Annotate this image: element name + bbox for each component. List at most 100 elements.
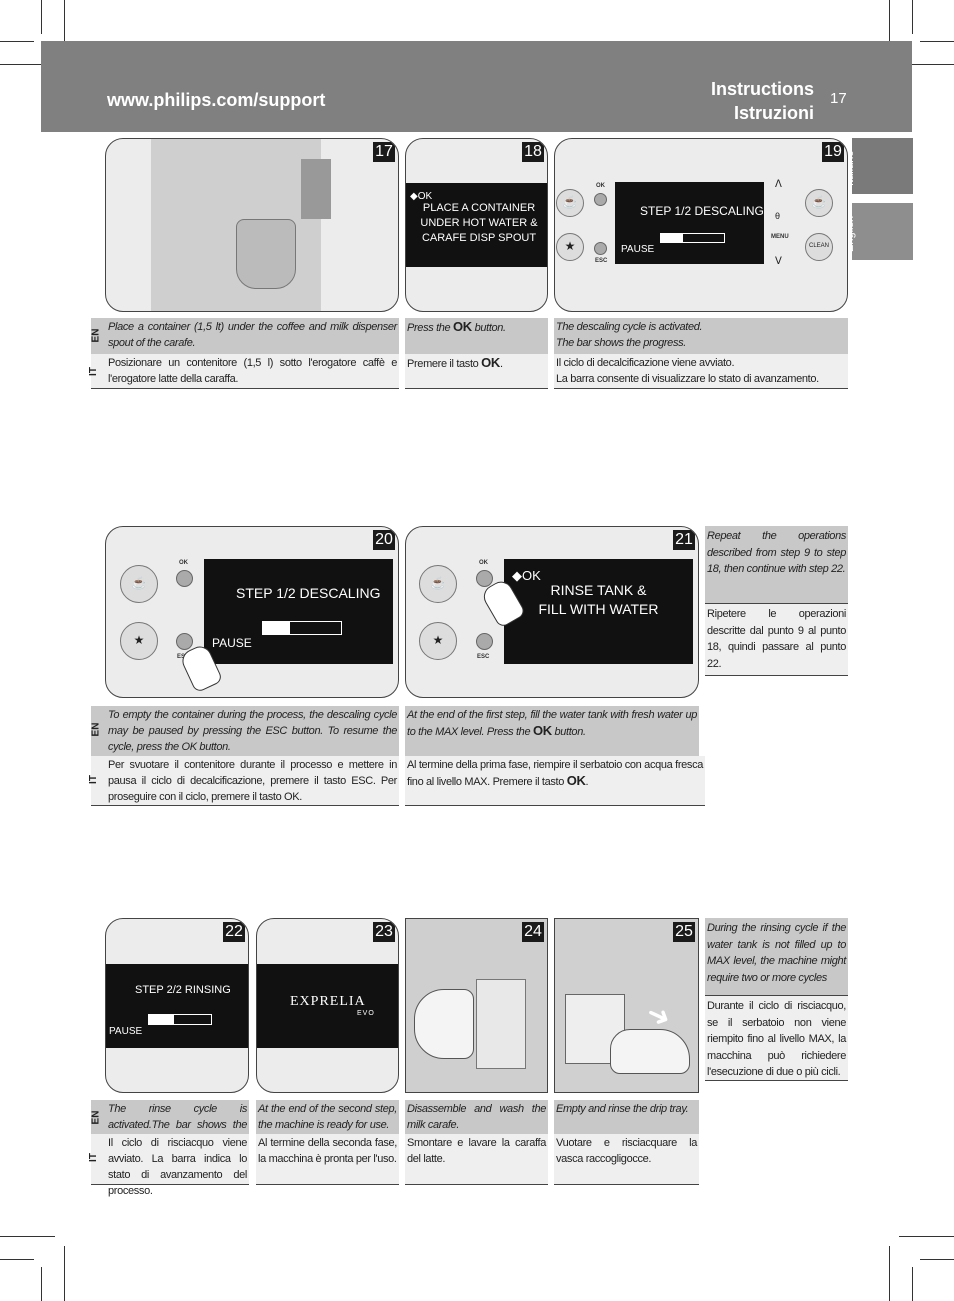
caption-20-it: Per svuotare il contenitore durante il p… [106, 756, 399, 806]
crop-mark [0, 64, 55, 65]
caption-19-en: The descaling cycle is activated.The bar… [554, 318, 848, 354]
pause-label: PAUSE [109, 1026, 143, 1037]
header-title-it: Istruzioni [734, 103, 814, 123]
evo-logo: EVO [357, 1010, 375, 1017]
ok-icon: OK [532, 723, 552, 738]
up-arrow-icon[interactable]: ᐱ [775, 179, 782, 190]
back-arrow-icon: ◆ [512, 568, 522, 583]
ok-button[interactable] [594, 193, 607, 206]
progress-bar [148, 1014, 212, 1025]
note-rinsing-it: Durante il ciclo di risciacquo, se il se… [705, 996, 848, 1081]
support-url[interactable]: www.philips.com/support [107, 90, 326, 110]
coffee-machine-image [151, 139, 331, 311]
crop-mark [912, 1267, 913, 1301]
display-screen: EXPRELIA EVO [257, 964, 398, 1048]
caption-23-en: At the end of the second step, the machi… [256, 1100, 399, 1134]
step-23-panel: EXPRELIA EVO 23 [256, 918, 399, 1093]
ok-label: OK [522, 568, 541, 583]
ok-button[interactable] [476, 570, 493, 587]
caption-21-it: Al termine della prima fase, riempire il… [405, 756, 705, 806]
step-24-panel: 24 [405, 918, 548, 1093]
esc-label: ESC [477, 654, 490, 660]
step-number: 19 [822, 142, 844, 162]
coffee-button-icon[interactable]: ☕ [120, 565, 158, 603]
ok-icon: OK [481, 355, 500, 370]
crop-mark [912, 0, 913, 34]
step-17-panel: 17 [105, 138, 399, 312]
caption-25-it: Vuotare e risciacquare la vasca raccogli… [554, 1134, 699, 1185]
step-18-panel: ◆OK PLACE A CONTAINER UNDER HOT WATER & … [405, 138, 548, 312]
caption-24-en: Disassemble and wash the milk carafe. [405, 1100, 548, 1134]
ok-button[interactable] [176, 570, 193, 587]
caption-18-en: Press the OK button. [405, 318, 548, 354]
carafe-button-icon[interactable]: ☕ [805, 189, 833, 217]
crop-mark [899, 1236, 954, 1237]
caption-21-en: At the end of the first step, fill the w… [405, 706, 699, 756]
step-25-panel: ➜ 25 [554, 918, 699, 1093]
step-22-panel: STEP 2/2 RINSING PAUSE 22 [105, 918, 249, 1093]
tab-english[interactable]: English [844, 203, 913, 260]
ok-label: OK [179, 560, 188, 566]
aroma-icon[interactable]: θ [775, 211, 781, 221]
progress-fill [263, 622, 291, 634]
special-coffee-button-icon[interactable]: ★ [556, 233, 584, 261]
display-screen: STEP 1/2 DESCALING PAUSE [204, 559, 393, 664]
step-number: 23 [373, 922, 395, 942]
caption-22-en: The rinse cycle is activated.The bar sho… [106, 1100, 249, 1147]
page-number: 17 [830, 90, 847, 107]
crop-mark [920, 1259, 954, 1260]
ok-icon: OK [453, 319, 472, 334]
note-repeat-it: Ripetere le operazioni descritte dal pun… [705, 604, 848, 676]
screen-text: RINSE TANK &FILL WITH WATER [538, 582, 659, 617]
ok-label: OK [479, 560, 488, 566]
crop-mark [899, 64, 954, 65]
coffee-button-icon[interactable]: ☕ [419, 565, 457, 603]
milk-carafe-image [476, 979, 526, 1069]
coffee-button-icon[interactable]: ☕ [556, 189, 584, 217]
caption-18-it: Premere il tasto OK. [405, 354, 548, 389]
exprelia-logo: EXPRELIA [290, 994, 366, 1009]
it-row-label: IT [88, 756, 107, 806]
display-screen: STEP 2/2 RINSING PAUSE [106, 964, 248, 1048]
milk-jug-image [236, 219, 296, 289]
esc-button[interactable] [594, 242, 607, 255]
down-arrow-icon[interactable]: ᐯ [775, 256, 782, 267]
progress-fill [149, 1015, 174, 1024]
progress-bar [262, 621, 342, 635]
ok-label: OK [596, 183, 605, 189]
pause-label: PAUSE [212, 636, 252, 650]
page-header: www.philips.com/support Instructions Ist… [41, 41, 912, 132]
display-screen: STEP 1/2 DESCALING PAUSE [615, 182, 764, 264]
crop-mark [920, 41, 954, 42]
header-title-en: Instructions [710, 79, 814, 99]
pause-label: PAUSE [621, 244, 655, 255]
hand-image [610, 1029, 690, 1074]
caption-25-en: Empty and rinse the drip tray. [554, 1100, 699, 1134]
caption-22-it: Il ciclo di risciacquo viene avviato. La… [106, 1134, 249, 1197]
crop-mark [64, 1246, 65, 1301]
tab-italiano[interactable]: Italiano [844, 138, 913, 194]
step-20-panel: ☕ ★ OK ESC STEP 1/2 DESCALING PAUSE 20 [105, 526, 399, 698]
crop-mark [41, 1267, 42, 1301]
step-21-panel: ☕ ★ OK ESC ◆OK RINSE TANK &FILL WITH WAT… [405, 526, 699, 698]
crop-mark [0, 1236, 55, 1237]
special-coffee-button-icon[interactable]: ★ [419, 622, 457, 660]
caption-17-it: Posizionare un contenitore (1,5 l) sotto… [106, 354, 399, 389]
screen-text: PLACE A CONTAINER UNDER HOT WATER & CARA… [420, 202, 538, 244]
clean-button[interactable]: CLEAN [805, 233, 833, 261]
step-number: 24 [522, 922, 544, 942]
en-row-label: EN [90, 318, 107, 354]
caption-17-en: Place a container (1,5 lt) under the cof… [106, 318, 399, 354]
back-arrow-icon: ◆ [410, 191, 418, 202]
en-row-label: EN [90, 1100, 107, 1134]
esc-button[interactable] [476, 633, 493, 650]
esc-label: ESC [595, 258, 608, 264]
screen-text: STEP 1/2 DESCALING [236, 585, 381, 601]
esc-button[interactable] [176, 633, 193, 650]
special-coffee-button-icon[interactable]: ★ [120, 622, 158, 660]
note-rinsing-en: During the rinsing cycle if the water ta… [705, 918, 848, 996]
drip-tray-image: ➜ [555, 919, 698, 1092]
caption-23-it: Al termine della seconda fase, la macchi… [256, 1134, 399, 1185]
caption-19-it: Il ciclo di decalcificazione viene avvia… [554, 354, 848, 389]
it-row-label: IT [88, 354, 107, 389]
